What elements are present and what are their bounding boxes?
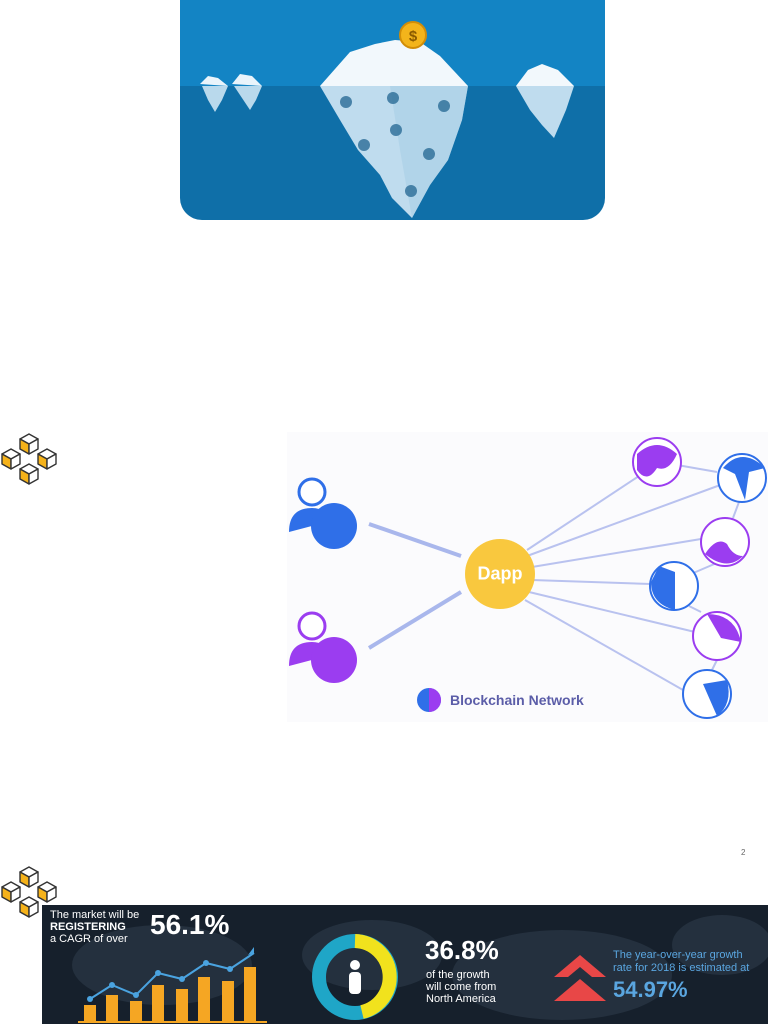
cagr-line-2: REGISTERING: [50, 921, 126, 933]
user-icon-purple: [289, 611, 357, 683]
page-number: 2: [741, 848, 746, 857]
small-iceberg-left: [200, 74, 262, 112]
node-icon: [632, 437, 682, 487]
yoy-line-2: rate for 2018 is estimated at: [613, 962, 750, 974]
small-iceberg-right: [516, 64, 574, 138]
yoy-line-1: The year-over-year growth: [613, 949, 743, 961]
growth-value: 36.8%: [425, 935, 499, 965]
north-america-donut: [312, 934, 398, 1020]
cagr-line-3: a CAGR of over: [50, 933, 128, 945]
growth-line-1: of the growth: [426, 969, 490, 981]
iceberg-illustration: $: [180, 0, 605, 220]
cagr-line-1: The market will be: [50, 909, 140, 921]
dapp-node: [465, 539, 535, 609]
user-icon-blue: [289, 477, 357, 549]
blockchain-cubes-icon: [0, 865, 58, 923]
legend-label: Blockchain Network: [450, 692, 584, 708]
dapp-label: Dapp: [477, 563, 523, 584]
node-icon: [692, 611, 742, 661]
up-arrow-icon: [554, 955, 606, 1001]
growth-line-2: will come from: [426, 981, 497, 993]
svg-text:$: $: [409, 28, 418, 45]
node-icon: [717, 453, 767, 503]
dapp-diagram: Dapp Blockchain Network: [287, 432, 768, 722]
node-icon: [700, 517, 750, 567]
market-stats-banner: The market will be REGISTERING a CAGR of…: [42, 905, 768, 1024]
user-icon: [349, 960, 361, 994]
growth-line-3: North America: [426, 993, 496, 1005]
node-icon: [649, 561, 699, 611]
blockchain-cubes-icon: [0, 432, 58, 490]
dollar-coin-icon: $: [399, 21, 427, 49]
growth-bar-chart: [84, 967, 256, 1022]
yoy-value: 54.97%: [613, 977, 688, 1002]
main-iceberg: [320, 40, 468, 218]
node-icon: [682, 669, 732, 719]
blockchain-network-legend-icon: [417, 688, 441, 712]
cagr-value: 56.1%: [150, 909, 230, 940]
